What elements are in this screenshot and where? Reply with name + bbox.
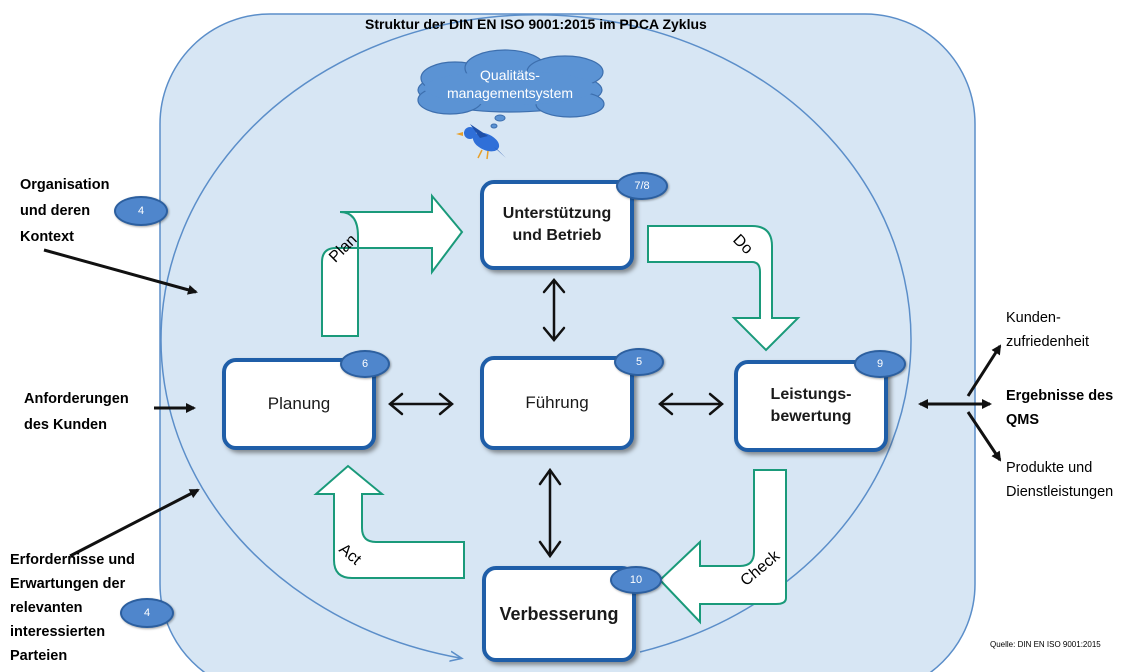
source-note: Quelle: DIN EN ISO 9001:2015 xyxy=(990,640,1101,649)
context-input-label: Organisation und deren Kontext xyxy=(20,177,110,245)
leadership-evaluation-arrow xyxy=(658,392,724,416)
cloud-shape xyxy=(417,49,605,129)
support-operation-badge: 7/8 xyxy=(616,172,668,200)
evaluation-label: Leistungs- bewertung xyxy=(770,386,852,425)
check-cycle-arrow xyxy=(658,469,787,625)
act-cycle-arrow xyxy=(313,464,465,579)
cycle-ellipse xyxy=(160,14,912,658)
do-cycle-arrow xyxy=(647,225,801,352)
planning-label: Planung xyxy=(267,394,331,413)
diagram-title: Struktur der DIN EN ISO 9001:2015 im PDC… xyxy=(365,16,707,32)
evaluation-badge: 9 xyxy=(854,350,906,378)
plan-cycle-arrow xyxy=(321,193,464,337)
leadership-improvement-arrow xyxy=(538,467,562,559)
context-badge: 4 xyxy=(114,196,168,226)
planning-badge: 6 xyxy=(340,350,390,378)
improvement-label: Verbesserung xyxy=(499,603,619,624)
parties-badge: 4 xyxy=(120,598,174,628)
satisfaction-output-arrow xyxy=(966,344,1002,397)
products-output-label: Produkte und Dienstleistungen xyxy=(1006,460,1114,500)
planning-leadership-arrow xyxy=(388,392,454,416)
support-leadership-arrow xyxy=(542,278,566,342)
parties-input-arrow xyxy=(69,488,200,558)
improvement-badge: 10 xyxy=(610,566,662,594)
satisfaction-output-label: Kunden- zufriedenheit xyxy=(1006,310,1090,350)
products-output-arrow xyxy=(966,411,1002,462)
leadership-badge: 5 xyxy=(614,348,664,376)
bird-icon xyxy=(456,124,506,160)
leadership-box: Führung xyxy=(480,356,634,450)
support-operation-box: Unterstützung und Betrieb xyxy=(480,180,634,270)
cloud-label: Qualitäts- managementsystem xyxy=(446,67,574,101)
support-operation-label: Unterstützung und Betrieb xyxy=(502,205,612,244)
improvement-box: Verbesserung xyxy=(482,566,636,662)
evaluation-box: Leistungs- bewertung xyxy=(734,360,888,452)
results-output-label: Ergebnisse des QMS xyxy=(1006,388,1114,428)
leadership-label: Führung xyxy=(525,393,589,412)
context-input-arrow xyxy=(43,248,198,295)
requirements-input-label: Anforderungen des Kunden xyxy=(24,391,129,433)
parties-input-label: Erfordernisse und Erwartungen der releva… xyxy=(10,552,135,664)
